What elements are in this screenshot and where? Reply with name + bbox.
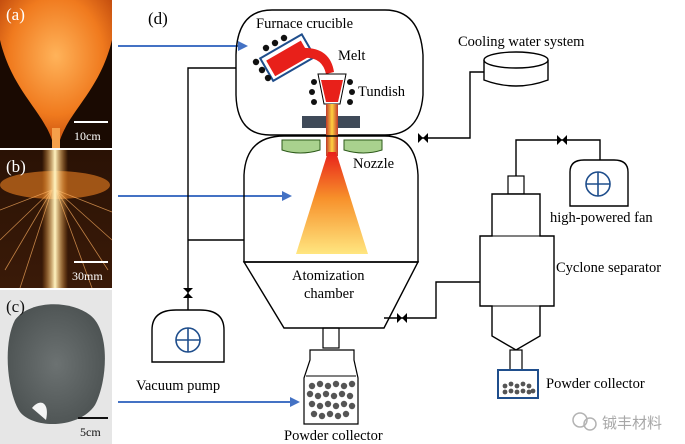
melt-jet — [326, 104, 338, 156]
vacuum-piping — [187, 67, 244, 310]
scale-text-a: 10cm — [74, 129, 101, 143]
cooling-water-piping — [418, 71, 484, 143]
panel-a-label: (a) — [6, 5, 25, 24]
high-powered-fan — [569, 159, 629, 207]
cyclone-separator-label: Cyclone separator — [556, 260, 661, 276]
atomization-label-line1: Atomization — [292, 268, 365, 284]
powder-collector-right — [497, 369, 539, 399]
cyclone-valve — [397, 313, 407, 323]
photo-panel-a: (a) 10cm — [0, 0, 112, 148]
atomization-label-line2: chamber — [304, 286, 354, 302]
cooling-water-tank — [483, 51, 549, 87]
powder-collector-bottom-label: Powder collector — [284, 428, 383, 444]
panel-c-label: (c) — [6, 297, 25, 316]
furnace-chamber: Furnace crucible Melt Tundish — [235, 9, 424, 136]
powder-particles — [306, 380, 356, 420]
atomization-chamber: Nozzle Atomization chamber — [242, 135, 420, 349]
scale-text-b: 30mm — [72, 269, 103, 283]
tundish-label: Tundish — [358, 84, 406, 100]
nozzle-right — [343, 139, 383, 154]
atomized-spray — [296, 152, 368, 254]
nozzle-left — [281, 139, 321, 154]
melt-label: Melt — [338, 48, 365, 64]
photo-panel-b: (b) 30mm — [0, 150, 113, 289]
vacuum-pump-label: Vacuum pump — [136, 378, 220, 394]
powder-collector-bottom — [303, 349, 359, 425]
furnace-crucible — [258, 32, 317, 83]
cooling-valve — [418, 133, 428, 143]
vacuum-pump — [151, 309, 225, 363]
fan-valve — [557, 135, 567, 145]
panel-b-label: (b) — [6, 157, 26, 176]
cyclone-separator — [479, 175, 555, 371]
tundish — [309, 73, 355, 105]
panel-d-label: (d) — [148, 9, 168, 28]
furnace-crucible-label: Furnace crucible — [256, 16, 353, 32]
powder-collector-right-label: Powder collector — [546, 376, 645, 392]
watermark: 铖丰材料 — [572, 412, 662, 432]
vacuum-valve — [183, 288, 193, 298]
photo-panel-c: (c) 5cm — [0, 290, 112, 444]
pointer-arrows — [118, 41, 300, 407]
cooling-water-label: Cooling water system — [458, 34, 585, 50]
melt-stream — [300, 47, 334, 74]
scale-text-c: 5cm — [80, 425, 101, 439]
watermark-text: 铖丰材料 — [602, 414, 662, 432]
nozzle-label: Nozzle — [353, 156, 394, 172]
crucible-coil-dots — [252, 34, 288, 82]
high-powered-fan-label: high-powered fan — [550, 210, 653, 226]
